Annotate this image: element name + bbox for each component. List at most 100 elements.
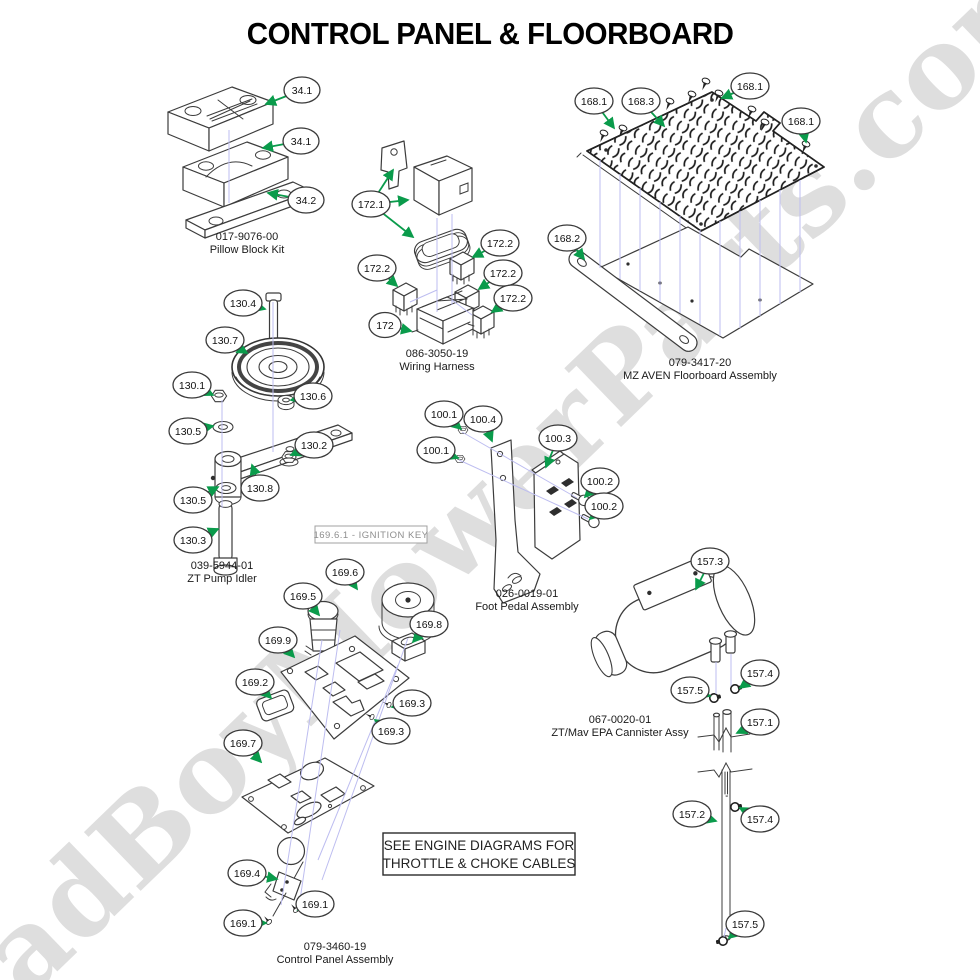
- svg-text:THROTTLE & CHOKE CABLES: THROTTLE & CHOKE CABLES: [383, 856, 576, 871]
- svg-text:168.1: 168.1: [581, 96, 607, 108]
- svg-text:130.2: 130.2: [301, 440, 327, 452]
- harness-part-number: 086-3050-19: [406, 348, 468, 360]
- callout-168-3: 168.3: [621, 87, 661, 115]
- panel-part-name: Control Panel Assembly: [277, 954, 394, 966]
- callout-169-3: 169.3: [392, 689, 432, 717]
- cannister-tubes-drawing: [697, 708, 753, 948]
- svg-text:130.3: 130.3: [180, 535, 206, 547]
- callout-130-7: 130.7: [205, 326, 245, 354]
- part-labels: 017-9076-00 Pillow Block Kit 086-3050-19…: [187, 231, 777, 966]
- svg-text:169.1: 169.1: [230, 918, 256, 930]
- callout-157-4: 157.4: [740, 805, 780, 833]
- callout-168-1: 168.1: [730, 72, 770, 100]
- pillow-part-number: 017-9076-00: [216, 231, 278, 243]
- callout-34-1: 34.1: [283, 76, 321, 104]
- callout-169-7: 169.7: [223, 729, 263, 757]
- alignment-lines: [221, 130, 801, 938]
- svg-text:34.1: 34.1: [292, 85, 313, 97]
- svg-text:130.4: 130.4: [230, 298, 256, 310]
- svg-text:157.5: 157.5: [732, 919, 758, 931]
- callout-169-9: 169.9: [258, 626, 298, 654]
- svg-text:169.7: 169.7: [230, 738, 256, 750]
- svg-text:169.1: 169.1: [302, 899, 328, 911]
- svg-text:100.1: 100.1: [431, 409, 457, 421]
- svg-text:168.3: 168.3: [628, 96, 654, 108]
- callout-130-2: 130.2: [294, 431, 334, 459]
- svg-text:157.1: 157.1: [747, 717, 773, 729]
- control-panel-drawing: [241, 582, 438, 926]
- callout-157-4: 157.4: [740, 659, 780, 687]
- callout-100-2: 100.2: [580, 467, 620, 495]
- callout-130-8: 130.8: [240, 474, 280, 502]
- svg-text:157.5: 157.5: [677, 685, 703, 697]
- callout-130-6: 130.6: [293, 382, 333, 410]
- callout-169-3: 169.3: [371, 717, 411, 745]
- callout-130-4: 130.4: [223, 289, 263, 317]
- svg-text:172: 172: [376, 320, 394, 332]
- callout-34-1: 34.1: [282, 127, 320, 155]
- callout-172-2: 172.2: [480, 229, 520, 257]
- svg-text:157.3: 157.3: [697, 556, 723, 568]
- harness-part-name: Wiring Harness: [399, 361, 475, 373]
- svg-text:169.8: 169.8: [416, 619, 442, 631]
- floorboard-part-name: MZ AVEN Floorboard Assembly: [623, 370, 777, 382]
- callout-172-1: 172.1: [351, 190, 391, 218]
- epa-cannister-drawing: [590, 556, 756, 704]
- pedal-part-name: Foot Pedal Assembly: [475, 601, 579, 613]
- svg-text:169.2: 169.2: [242, 677, 268, 689]
- svg-text:172.1: 172.1: [358, 199, 384, 211]
- callout-130-5: 130.5: [173, 486, 213, 514]
- svg-text:172.2: 172.2: [500, 293, 526, 305]
- callout-172-2: 172.2: [357, 254, 397, 282]
- epa-part-number: 067-0020-01: [589, 714, 651, 726]
- page-title: CONTROL PANEL & FLOORBOARD: [246, 16, 734, 51]
- pedal-part-number: 026-0019-01: [496, 588, 558, 600]
- callout-157-3: 157.3: [690, 547, 730, 575]
- callout-130-5: 130.5: [168, 417, 208, 445]
- callout-169-1: 169.1: [295, 890, 335, 918]
- svg-text:168.2: 168.2: [554, 233, 580, 245]
- svg-text:100.2: 100.2: [587, 476, 613, 488]
- callout-157-1: 157.1: [740, 708, 780, 736]
- svg-text:130.6: 130.6: [300, 391, 326, 403]
- svg-text:157.4: 157.4: [747, 814, 773, 826]
- callout-169-6: 169.6: [325, 558, 365, 586]
- engine-diagrams-note: SEE ENGINE DIAGRAMS FOR THROTTLE & CHOKE…: [382, 832, 576, 876]
- callout-169-8: 169.8: [409, 610, 449, 638]
- svg-text:169.3: 169.3: [399, 698, 425, 710]
- svg-text:130.5: 130.5: [180, 495, 206, 507]
- svg-text:172.2: 172.2: [487, 238, 513, 250]
- callout-100-4: 100.4: [463, 405, 503, 433]
- callout-172: 172: [368, 311, 402, 339]
- svg-text:169.4: 169.4: [234, 868, 260, 880]
- callout-168-1: 168.1: [781, 107, 821, 135]
- callout-100-3: 100.3: [538, 424, 578, 452]
- svg-text:100.2: 100.2: [591, 501, 617, 513]
- svg-text:130.8: 130.8: [247, 483, 273, 495]
- idler-part-name: ZT Pump Idler: [187, 573, 257, 585]
- callouts: 34.1 34.1 34.2 172.1 172.2 172.2 172.2 1…: [168, 72, 821, 938]
- callout-100-1: 100.1: [424, 400, 464, 428]
- callout-157-5: 157.5: [725, 910, 765, 938]
- callout-157-2: 157.2: [672, 800, 712, 828]
- epa-part-name: ZT/Mav EPA Cannister Assy: [551, 727, 689, 739]
- svg-text:100.4: 100.4: [470, 414, 496, 426]
- callout-130-3: 130.3: [173, 526, 213, 554]
- callout-169-5: 169.5: [283, 582, 323, 610]
- callout-130-1: 130.1: [172, 371, 212, 399]
- svg-text:169.5: 169.5: [290, 591, 316, 603]
- panel-part-number: 079-3460-19: [304, 941, 366, 953]
- svg-text:169.6: 169.6: [332, 567, 358, 579]
- svg-text:SEE ENGINE DIAGRAMS FOR: SEE ENGINE DIAGRAMS FOR: [384, 838, 575, 853]
- callout-169-4: 169.4: [227, 859, 267, 887]
- svg-text:172.2: 172.2: [364, 263, 390, 275]
- idler-part-number: 039-5944-01: [191, 560, 253, 572]
- svg-text:130.5: 130.5: [175, 426, 201, 438]
- svg-text:169.6.1 - IGNITION KEY: 169.6.1 - IGNITION KEY: [313, 530, 428, 541]
- callout-100-1: 100.1: [416, 436, 456, 464]
- floorboard-drawing: [568, 76, 825, 352]
- ignition-key-note: 169.6.1 - IGNITION KEY: [313, 525, 428, 544]
- svg-text:169.9: 169.9: [265, 635, 291, 647]
- svg-text:172.2: 172.2: [490, 268, 516, 280]
